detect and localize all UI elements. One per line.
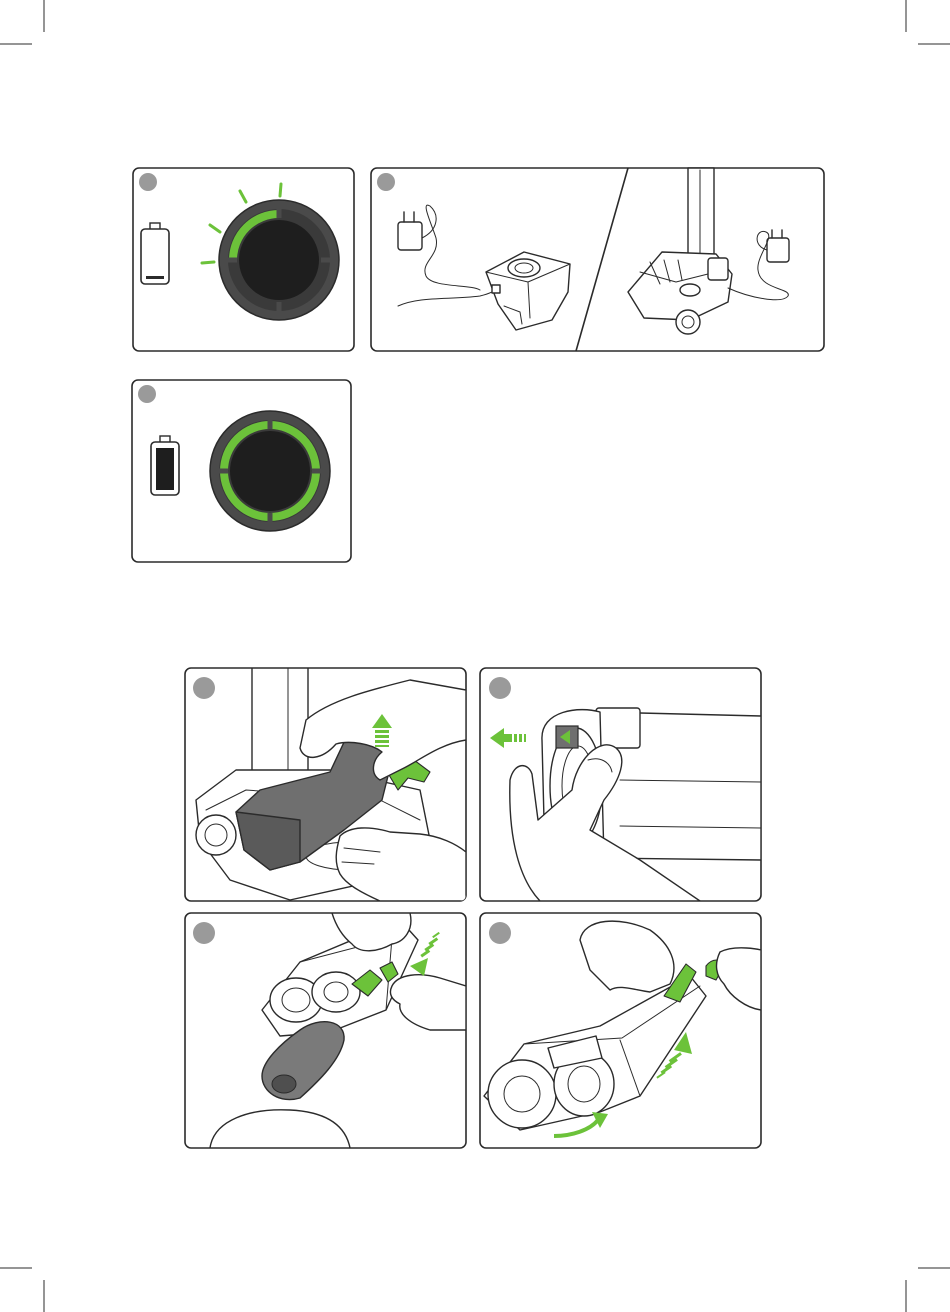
step-marker xyxy=(138,385,156,403)
step-marker xyxy=(193,677,215,699)
panel-charging-low xyxy=(133,168,354,351)
panel-charging-full xyxy=(132,380,351,562)
panel-empty-dust-bag xyxy=(185,913,466,1148)
panel-remove-battery xyxy=(185,668,466,901)
panel-reassemble xyxy=(480,913,761,1148)
panel-charging-connection xyxy=(371,168,824,351)
battery-full-icon xyxy=(151,436,179,495)
step-marker xyxy=(193,922,215,944)
step-marker xyxy=(377,173,395,191)
step-marker xyxy=(139,173,157,191)
charge-indicator-full-icon xyxy=(210,411,330,531)
battery-low-icon xyxy=(141,223,169,284)
step-marker xyxy=(489,677,511,699)
step-marker xyxy=(489,922,511,944)
panel-release-end-cap xyxy=(480,668,761,901)
